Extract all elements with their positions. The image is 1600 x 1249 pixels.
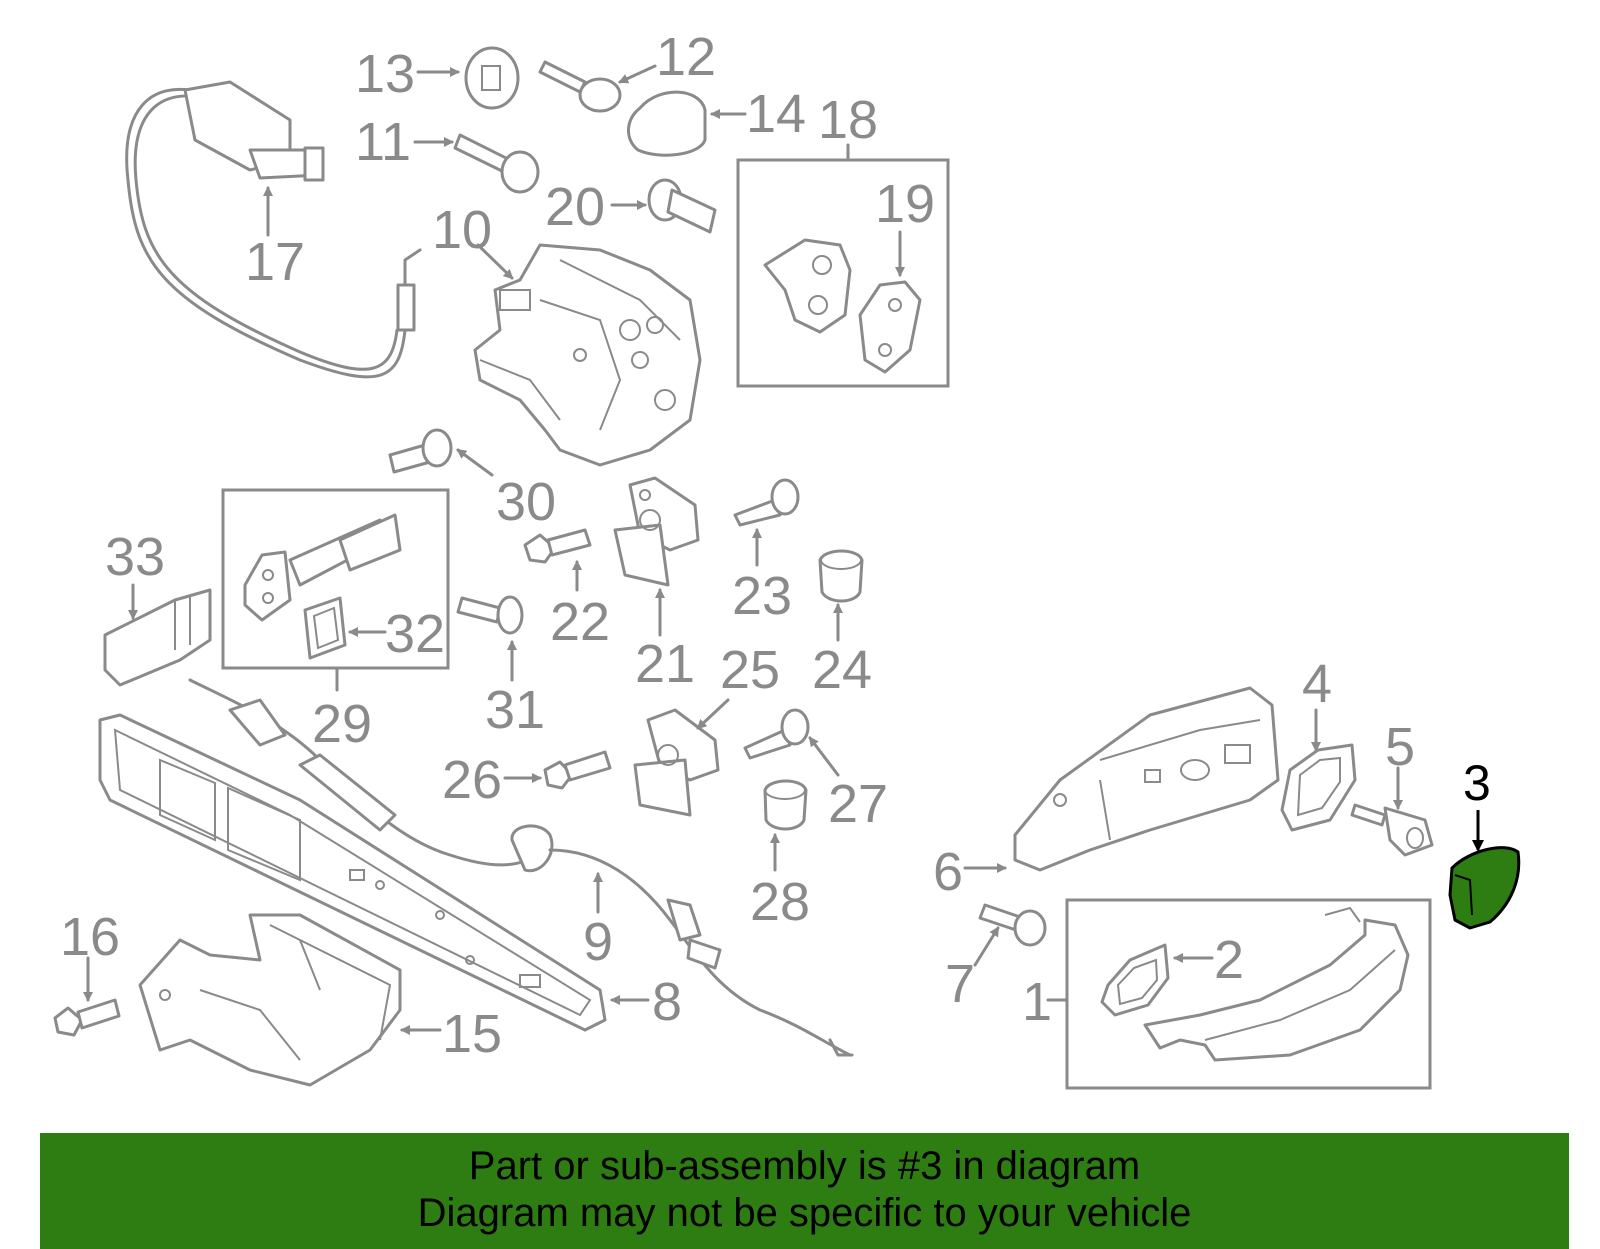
- part-1-handle: [1143, 906, 1410, 1062]
- label-2: 2: [1214, 930, 1244, 990]
- part-5-cylinder: [1350, 803, 1434, 857]
- part-27-screw: [743, 708, 810, 760]
- label-17: 17: [245, 232, 305, 292]
- part-3-cap-highlighted: [1448, 846, 1521, 930]
- leader-10: [476, 243, 514, 280]
- info-banner: Part or sub-assembly is #3 in diagram Di…: [40, 1133, 1569, 1249]
- label-4: 4: [1302, 654, 1332, 714]
- part-16-bolt: [53, 998, 121, 1037]
- leader-25: [696, 698, 730, 730]
- part-26-bolt: [543, 750, 612, 790]
- part-13-plug: [464, 46, 520, 110]
- label-30: 30: [496, 472, 556, 532]
- kit-18-box: [736, 158, 950, 388]
- leader-12: [618, 64, 657, 84]
- label-26: 26: [442, 750, 502, 810]
- part-28-bushing: [763, 779, 808, 831]
- kit-1-box: [1065, 898, 1432, 1090]
- label-18: 18: [818, 90, 878, 150]
- part-15-carrier: [138, 913, 402, 1087]
- label-8: 8: [652, 972, 682, 1032]
- label-7: 7: [945, 954, 975, 1014]
- label-27: 27: [828, 774, 888, 834]
- label-11: 11: [355, 112, 411, 172]
- part-22-bolt: [523, 528, 592, 564]
- banner-line-1: Part or sub-assembly is #3 in diagram: [468, 1144, 1141, 1188]
- part-19-shim: [858, 280, 922, 374]
- label-6: 6: [933, 842, 963, 902]
- part-8-bracket: [98, 713, 607, 1032]
- part-striker: [763, 238, 852, 334]
- part-6-handle-carrier: [1013, 686, 1280, 872]
- label-25: 25: [720, 640, 780, 700]
- label-29: 29: [312, 694, 372, 754]
- part-30-bolt: [388, 428, 453, 474]
- part-17-cable: [125, 80, 422, 379]
- part-23-screw: [733, 478, 800, 527]
- label-33: 33: [105, 527, 165, 587]
- part-10-latch: [473, 243, 702, 467]
- banner-line-2: Diagram may not be specific to your vehi…: [417, 1191, 1192, 1235]
- part-2-gasket: [1100, 943, 1170, 1017]
- label-3: 3: [1463, 755, 1491, 811]
- part-12-bolt: [538, 60, 622, 113]
- label-22: 22: [550, 592, 610, 652]
- label-16: 16: [60, 907, 120, 967]
- label-14: 14: [746, 84, 806, 144]
- label-21: 21: [635, 634, 695, 694]
- label-31: 31: [485, 680, 545, 740]
- leader-7: [973, 926, 1000, 967]
- part-4-gasket: [1280, 743, 1357, 832]
- part-32-pad: [303, 596, 347, 660]
- part-21-hinge: [613, 476, 700, 587]
- part-31-bolt: [456, 595, 524, 635]
- leader-30: [456, 448, 494, 477]
- part-25-hinge: [633, 708, 720, 817]
- label-10: 10: [432, 200, 492, 260]
- part-check-strap: [243, 513, 402, 622]
- label-24: 24: [812, 640, 872, 700]
- label-12: 12: [656, 27, 716, 87]
- label-19: 19: [875, 174, 935, 234]
- part-11-bolt: [453, 133, 540, 194]
- label-5: 5: [1385, 717, 1415, 777]
- label-23: 23: [732, 566, 792, 626]
- part-9-cable: [188, 678, 854, 1057]
- label-15: 15: [442, 1004, 502, 1064]
- part-14-cap: [627, 90, 707, 157]
- label-28: 28: [750, 872, 810, 932]
- part-20-bolt: [647, 178, 717, 234]
- label-1: 1: [1022, 972, 1052, 1032]
- label-13: 13: [355, 44, 415, 104]
- part-24-bushing: [818, 549, 864, 603]
- part-7-bolt: [978, 903, 1047, 947]
- label-9: 9: [583, 912, 613, 972]
- leader-27: [808, 736, 840, 777]
- label-20: 20: [545, 177, 605, 237]
- label-32: 32: [385, 604, 445, 664]
- part-33-connector: [103, 588, 212, 687]
